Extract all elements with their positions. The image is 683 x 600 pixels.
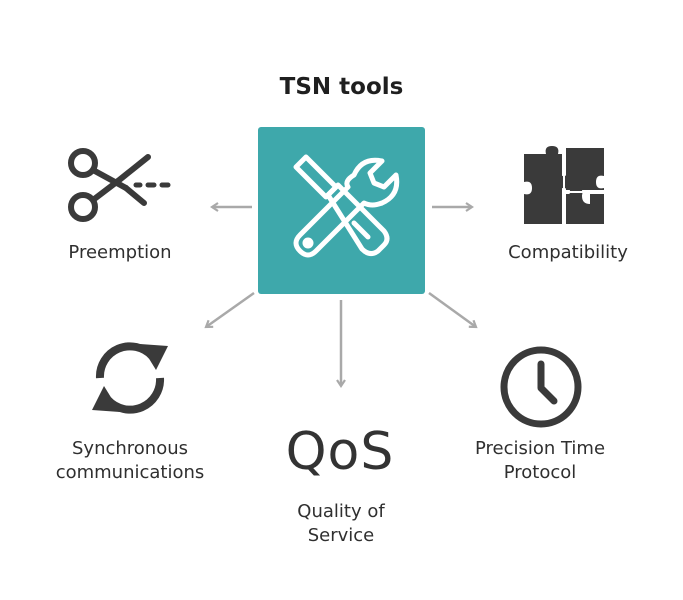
qos-label-line2: Service [307, 525, 375, 546]
ptp-label-line2: Protocol [503, 462, 577, 483]
scissors-icon [68, 148, 171, 222]
sync-arrows-icon [92, 342, 168, 414]
clock-icon [500, 346, 582, 428]
sync-label-line1: Synchronous [71, 438, 188, 459]
arrow-to-ptp [428, 291, 478, 329]
preemption-label: Preemption [68, 242, 172, 263]
puzzle-icon [524, 146, 608, 226]
qos-label-line1: Quality of [297, 501, 385, 522]
qos-label: Quality of Service [261, 500, 421, 548]
arrow-to-sync [204, 291, 255, 329]
ptp-label: Precision Time Protocol [455, 437, 625, 485]
sync-label-line2: communications [55, 462, 205, 483]
sync-label: Synchronous communications [40, 437, 220, 485]
ptp-label-line1: Precision Time [474, 438, 606, 459]
diagram-title: TSN tools [279, 74, 404, 100]
wrench-screwdriver-icon [293, 154, 400, 258]
compatibility-label: Compatibility [508, 242, 628, 263]
qos-text-icon: QoS [285, 422, 395, 482]
tsn-tools-box [258, 127, 425, 294]
